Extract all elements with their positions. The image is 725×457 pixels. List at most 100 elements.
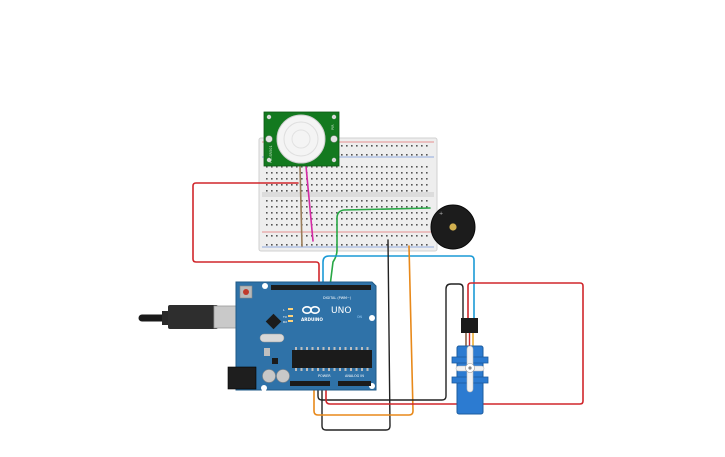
breadboard-hole[interactable] xyxy=(281,190,283,192)
breadboard-hole[interactable] xyxy=(356,145,358,147)
breadboard-hole[interactable] xyxy=(296,166,298,168)
breadboard-hole[interactable] xyxy=(401,166,403,168)
breadboard-hole[interactable] xyxy=(361,212,363,214)
breadboard-hole[interactable] xyxy=(296,190,298,192)
breadboard-hole[interactable] xyxy=(376,212,378,214)
breadboard-hole[interactable] xyxy=(346,184,348,186)
breadboard-hole[interactable] xyxy=(396,190,398,192)
breadboard-hole[interactable] xyxy=(321,172,323,174)
digital-header[interactable] xyxy=(271,285,371,290)
breadboard-hole[interactable] xyxy=(411,172,413,174)
breadboard-hole[interactable] xyxy=(421,166,423,168)
breadboard-hole[interactable] xyxy=(416,235,418,237)
breadboard-hole[interactable] xyxy=(306,184,308,186)
breadboard-hole[interactable] xyxy=(386,166,388,168)
breadboard-hole[interactable] xyxy=(336,212,338,214)
breadboard-hole[interactable] xyxy=(271,218,273,220)
breadboard-hole[interactable] xyxy=(306,190,308,192)
breadboard-hole[interactable] xyxy=(391,190,393,192)
breadboard-hole[interactable] xyxy=(346,172,348,174)
breadboard-hole[interactable] xyxy=(406,206,408,208)
breadboard-hole[interactable] xyxy=(321,212,323,214)
breadboard-hole[interactable] xyxy=(381,206,383,208)
breadboard-hole[interactable] xyxy=(276,184,278,186)
breadboard-hole[interactable] xyxy=(346,212,348,214)
breadboard-hole[interactable] xyxy=(356,244,358,246)
breadboard-hole[interactable] xyxy=(351,206,353,208)
breadboard-hole[interactable] xyxy=(331,166,333,168)
breadboard-hole[interactable] xyxy=(366,235,368,237)
breadboard-hole[interactable] xyxy=(396,184,398,186)
breadboard-hole[interactable] xyxy=(316,184,318,186)
breadboard-hole[interactable] xyxy=(401,235,403,237)
breadboard-hole[interactable] xyxy=(346,190,348,192)
breadboard-hole[interactable] xyxy=(376,172,378,174)
breadboard-hole[interactable] xyxy=(346,244,348,246)
breadboard-hole[interactable] xyxy=(391,206,393,208)
breadboard-hole[interactable] xyxy=(361,206,363,208)
breadboard-hole[interactable] xyxy=(316,212,318,214)
breadboard-hole[interactable] xyxy=(366,218,368,220)
breadboard-hole[interactable] xyxy=(291,235,293,237)
breadboard-hole[interactable] xyxy=(381,244,383,246)
breadboard-hole[interactable] xyxy=(386,235,388,237)
breadboard-hole[interactable] xyxy=(331,172,333,174)
breadboard-hole[interactable] xyxy=(281,206,283,208)
breadboard-hole[interactable] xyxy=(401,212,403,214)
breadboard-hole[interactable] xyxy=(386,200,388,202)
breadboard-hole[interactable] xyxy=(386,172,388,174)
breadboard-hole[interactable] xyxy=(331,224,333,226)
breadboard-hole[interactable] xyxy=(346,154,348,156)
breadboard-hole[interactable] xyxy=(276,224,278,226)
breadboard-hole[interactable] xyxy=(306,212,308,214)
breadboard-hole[interactable] xyxy=(286,212,288,214)
breadboard-hole[interactable] xyxy=(371,154,373,156)
breadboard-hole[interactable] xyxy=(411,235,413,237)
breadboard-hole[interactable] xyxy=(366,145,368,147)
breadboard-hole[interactable] xyxy=(366,206,368,208)
breadboard-hole[interactable] xyxy=(401,154,403,156)
breadboard-hole[interactable] xyxy=(401,184,403,186)
breadboard-hole[interactable] xyxy=(411,224,413,226)
breadboard-hole[interactable] xyxy=(341,172,343,174)
breadboard-hole[interactable] xyxy=(281,244,283,246)
breadboard-hole[interactable] xyxy=(266,166,268,168)
breadboard-hole[interactable] xyxy=(336,172,338,174)
breadboard-hole[interactable] xyxy=(426,218,428,220)
breadboard-hole[interactable] xyxy=(316,235,318,237)
breadboard-hole[interactable] xyxy=(396,212,398,214)
breadboard-hole[interactable] xyxy=(396,218,398,220)
breadboard-hole[interactable] xyxy=(291,178,293,180)
breadboard-hole[interactable] xyxy=(326,235,328,237)
breadboard-hole[interactable] xyxy=(361,166,363,168)
breadboard-hole[interactable] xyxy=(391,218,393,220)
breadboard-hole[interactable] xyxy=(371,218,373,220)
breadboard-hole[interactable] xyxy=(361,224,363,226)
breadboard-hole[interactable] xyxy=(331,235,333,237)
breadboard-hole[interactable] xyxy=(351,224,353,226)
breadboard-hole[interactable] xyxy=(276,218,278,220)
breadboard-hole[interactable] xyxy=(386,190,388,192)
breadboard-hole[interactable] xyxy=(341,224,343,226)
breadboard-hole[interactable] xyxy=(346,218,348,220)
breadboard-hole[interactable] xyxy=(401,172,403,174)
breadboard-hole[interactable] xyxy=(266,224,268,226)
breadboard-hole[interactable] xyxy=(351,145,353,147)
breadboard-hole[interactable] xyxy=(361,145,363,147)
breadboard-hole[interactable] xyxy=(391,184,393,186)
breadboard-hole[interactable] xyxy=(366,190,368,192)
breadboard-hole[interactable] xyxy=(416,200,418,202)
breadboard-hole[interactable] xyxy=(376,178,378,180)
breadboard-hole[interactable] xyxy=(266,244,268,246)
breadboard-hole[interactable] xyxy=(396,235,398,237)
breadboard-hole[interactable] xyxy=(366,224,368,226)
breadboard-hole[interactable] xyxy=(386,244,388,246)
breadboard-hole[interactable] xyxy=(341,178,343,180)
breadboard-hole[interactable] xyxy=(371,244,373,246)
breadboard-hole[interactable] xyxy=(286,218,288,220)
breadboard-hole[interactable] xyxy=(406,184,408,186)
breadboard-hole[interactable] xyxy=(281,172,283,174)
analog-header[interactable] xyxy=(338,381,371,386)
breadboard-hole[interactable] xyxy=(321,200,323,202)
breadboard-hole[interactable] xyxy=(381,190,383,192)
